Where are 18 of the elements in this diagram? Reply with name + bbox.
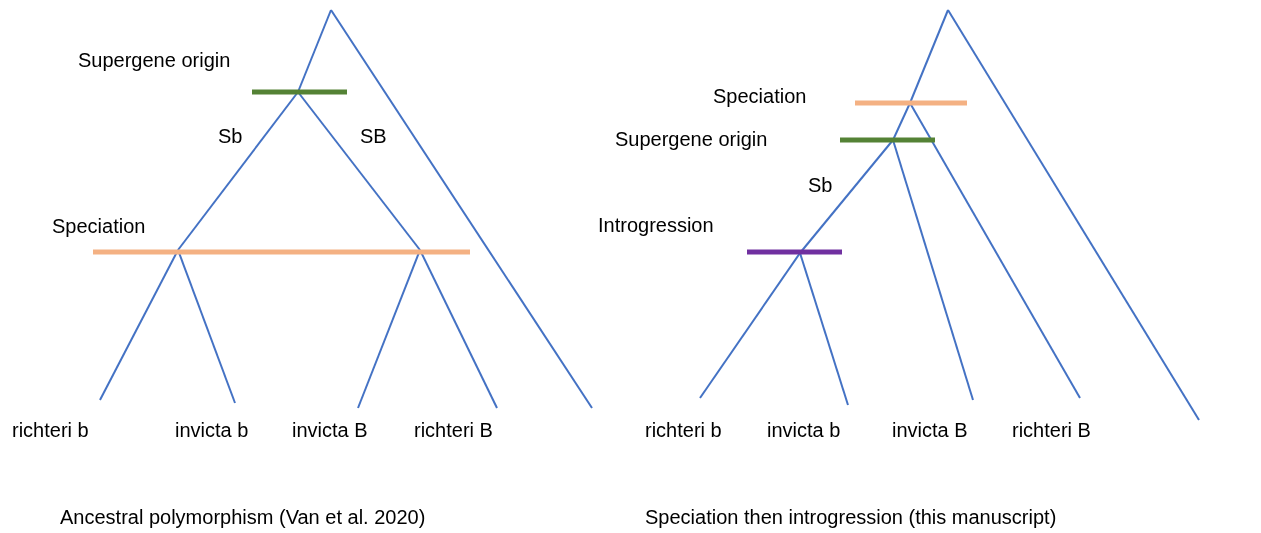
label: Speciation	[52, 214, 146, 238]
label: Supergene origin	[78, 48, 231, 72]
label: richteri b	[645, 418, 722, 442]
label: richteri b	[12, 418, 89, 442]
label: Sb	[808, 173, 833, 197]
caption: Speciation then introgression (this manuscript)	[645, 505, 1057, 529]
caption: Ancestral polymorphism (Van et al. 2020)	[60, 505, 426, 529]
label: richteri B	[414, 418, 493, 442]
label: Supergene origin	[615, 127, 768, 151]
label: Introgression	[598, 213, 714, 237]
label: richteri B	[1012, 418, 1091, 442]
label: Speciation	[713, 84, 807, 108]
label: SB	[360, 124, 387, 148]
label: invicta b	[175, 418, 249, 442]
label: invicta b	[767, 418, 841, 442]
label: invicta B	[292, 418, 368, 442]
label: Sb	[218, 124, 243, 148]
label: invicta B	[892, 418, 968, 442]
